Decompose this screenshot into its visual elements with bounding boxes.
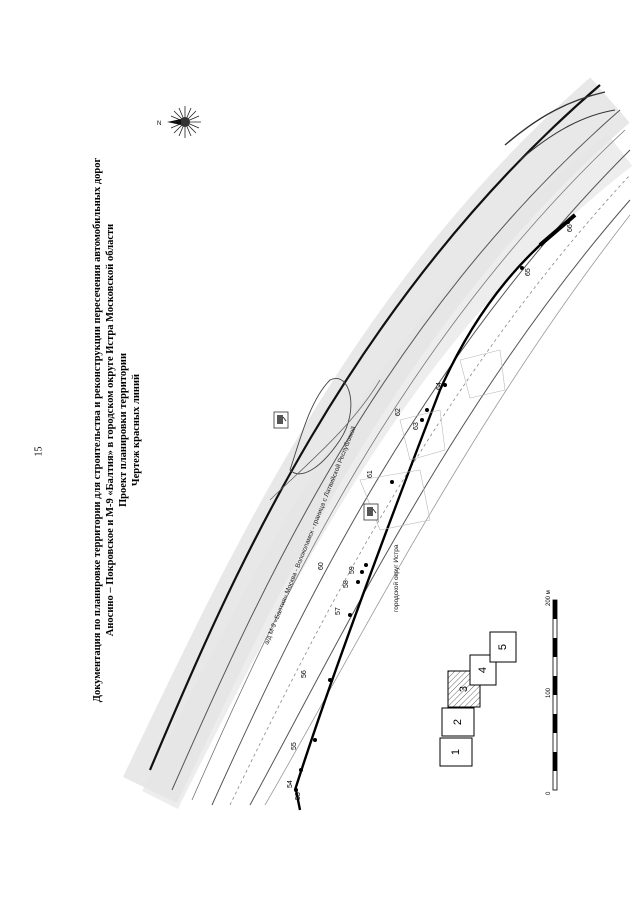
sheet-index: 1 2 3 4 5 xyxy=(439,631,517,767)
point-label: 56 xyxy=(301,670,308,678)
red-line-point xyxy=(425,408,429,412)
sheet-cell-4 xyxy=(469,654,497,686)
point-label: 66 xyxy=(567,224,574,232)
sheet-cell-label: 1 xyxy=(450,749,462,755)
red-line-point xyxy=(364,563,368,567)
red-line-point xyxy=(294,788,298,792)
sheet-cell-label: 4 xyxy=(477,667,489,673)
title-block: Документация по планировке территории дл… xyxy=(92,157,142,702)
title-line-4: Чертеж красных линий xyxy=(131,374,142,486)
fuel-station-icon xyxy=(363,503,379,521)
point-label: 62 xyxy=(395,408,402,416)
red-line-point xyxy=(299,768,303,772)
title-line-1: Документация по планировке территории дл… xyxy=(92,157,103,702)
point-label: 53 xyxy=(295,792,302,800)
point-label: 65 xyxy=(525,268,532,276)
sheet-cell-label: 3 xyxy=(458,686,470,692)
point-label: 57 xyxy=(335,607,342,615)
red-line-point xyxy=(356,580,360,584)
point-label: 64 xyxy=(436,382,443,390)
sheet-cell-1 xyxy=(439,737,473,767)
compass-label: N xyxy=(157,121,161,127)
red-line-point xyxy=(420,418,424,422)
red-line-point xyxy=(360,570,364,574)
scale-label-200: 200 м xyxy=(546,590,552,606)
red-line-point xyxy=(348,613,352,617)
compass-rose-icon: N xyxy=(157,106,201,138)
scale-label-0: 0 xyxy=(546,791,552,795)
sheet-cell-label: 5 xyxy=(497,644,509,650)
point-label: 59 xyxy=(349,566,356,574)
title-line-3: Проект планировки территории xyxy=(118,353,129,507)
red-line-point-labels: 53 54 55 56 57 58 59 60 61 62 63 64 65 6… xyxy=(287,224,574,800)
map-area xyxy=(122,77,633,811)
scale-bar: 0 100 200 м xyxy=(546,590,558,795)
red-line-point xyxy=(520,266,524,270)
red-line-point xyxy=(313,738,317,742)
point-label: 60 xyxy=(318,562,325,570)
point-label: 55 xyxy=(291,742,298,750)
scale-label-100: 100 xyxy=(546,687,552,698)
point-label: 63 xyxy=(413,422,420,430)
red-line-points xyxy=(294,220,570,792)
sheet-cell-2 xyxy=(441,707,475,737)
red-line-point xyxy=(566,220,570,224)
point-label: 58 xyxy=(343,580,350,588)
point-label: 61 xyxy=(367,470,374,478)
sheet-cell-5 xyxy=(489,631,517,663)
point-label: 54 xyxy=(287,780,294,788)
red-line-point xyxy=(328,678,332,682)
sheet-cell-label: 2 xyxy=(452,719,464,725)
title-line-2: Аносино – Покровское и М-9 «Балтия» в го… xyxy=(105,224,116,636)
red-line-point xyxy=(390,480,394,484)
fuel-station-icon xyxy=(273,411,289,429)
red-line-point xyxy=(443,383,447,387)
district-label: городской округ Истра xyxy=(392,544,400,612)
